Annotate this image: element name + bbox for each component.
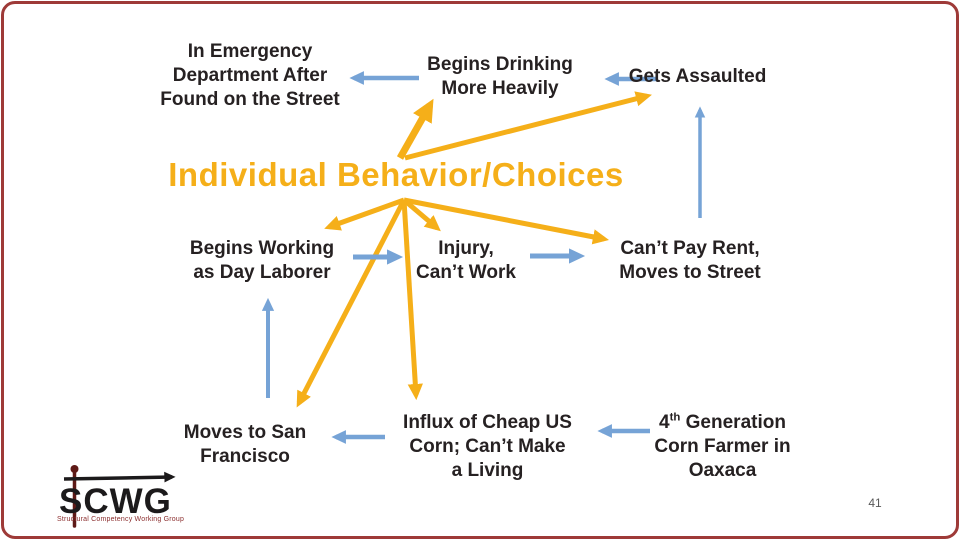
node-text-line: Gets Assaulted [628,66,767,87]
node-cant-pay-rent: Can’t Pay Rent, Moves to Street [600,237,780,285]
page-number: 41 [868,496,882,510]
arrow-behavior-to-corn [401,199,423,401]
node-gets-assaulted: Gets Assaulted [610,65,785,89]
arrow-behavior-to-rent [403,197,610,245]
node-begins-drinking: Begins Drinking More Heavily [410,53,590,101]
node-text-line: Can’t Pay Rent, [620,238,760,259]
arrow-behavior-to-injury [402,198,441,232]
node-in-emergency-department: In Emergency Department After Found on t… [150,40,350,112]
node-text-line: Moves to Street [619,262,761,283]
arrow-behavior-to-drinking [396,98,434,160]
node-text-line: Injury, [438,238,494,259]
node-moves-to-san-francisco: Moves to San Francisco [165,421,325,469]
arrow-behavior-to-sf [296,198,407,408]
node-text-line: More Heavily [441,78,559,99]
arrow-behavior-to-assaulted [404,91,652,161]
node-text-line: Begins Drinking [427,54,573,75]
node-text-line: 4th Generation [659,411,786,433]
logo-acronym: SCWG [59,482,172,521]
node-text-line: Found on the Street [160,89,340,110]
node-text-line: Begins Working [189,238,335,259]
diagram-title: Individual Behavior/Choices [168,156,624,193]
node-injury-cant-work: Injury, Can’t Work [386,237,546,285]
logo-caption: Structural Competency Working Group [57,516,185,523]
arrow-behavior-to-working [324,197,405,231]
node-text-line: Influx of Cheap US [403,412,572,433]
node-text-line: Moves to San [183,422,307,443]
scwg-logo: SCWG Structural Competency Working Group [50,462,210,534]
scwg-logo-graphic: SCWG [59,465,176,528]
node-text-line: Oaxaca [688,460,757,481]
node-influx-of-cheap-corn: Influx of Cheap US Corn; Can’t Make a Li… [395,411,580,483]
node-text-line: Can’t Work [416,262,516,283]
node-text-line: In Emergency [187,41,313,62]
node-text-line: a Living [451,460,524,481]
node-text-line: Corn; Can’t Make [409,436,566,457]
node-text-line: Department After [172,65,328,86]
node-begins-working: Begins Working as Day Laborer [162,237,362,285]
logo-arrow-icon [63,471,176,483]
node-text-line: as Day Laborer [193,262,331,283]
node-4th-generation-corn-farmer: 4th Generation Corn Farmer in Oaxaca [630,411,815,483]
node-text-line: Corn Farmer in [654,436,791,457]
node-text-line: Francisco [200,446,290,467]
